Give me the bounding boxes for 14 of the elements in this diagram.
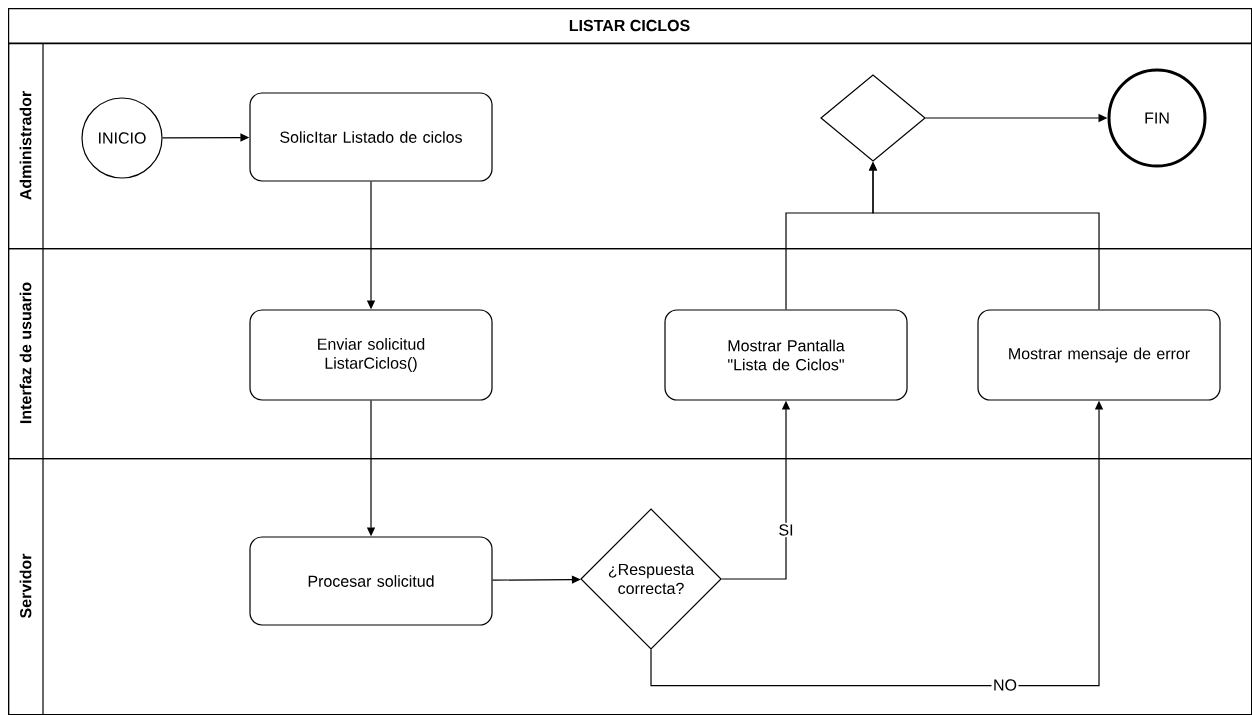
process-box: Enviar solicitud ListarCiclos() [249, 309, 493, 401]
edge-label: NO [991, 677, 1019, 693]
swimlane [8, 42, 1252, 250]
swimlane [8, 457, 1252, 715]
lane-label: Administrador [19, 91, 32, 200]
decision-diamond [820, 74, 926, 162]
process-box: Mostrar Pantalla "Lista de Ciclos" [664, 309, 908, 401]
swimlane [8, 247, 1252, 460]
process-box: Mostrar mensaje de error [977, 309, 1221, 401]
lane-label: Servidor [19, 553, 32, 618]
edge-label: SI [776, 522, 796, 538]
process-box: SolicItar Listado de ciclos [249, 92, 493, 182]
process-box: Procesar solicitud [249, 536, 493, 626]
lane-label: Interfaz de usuario [19, 282, 32, 424]
